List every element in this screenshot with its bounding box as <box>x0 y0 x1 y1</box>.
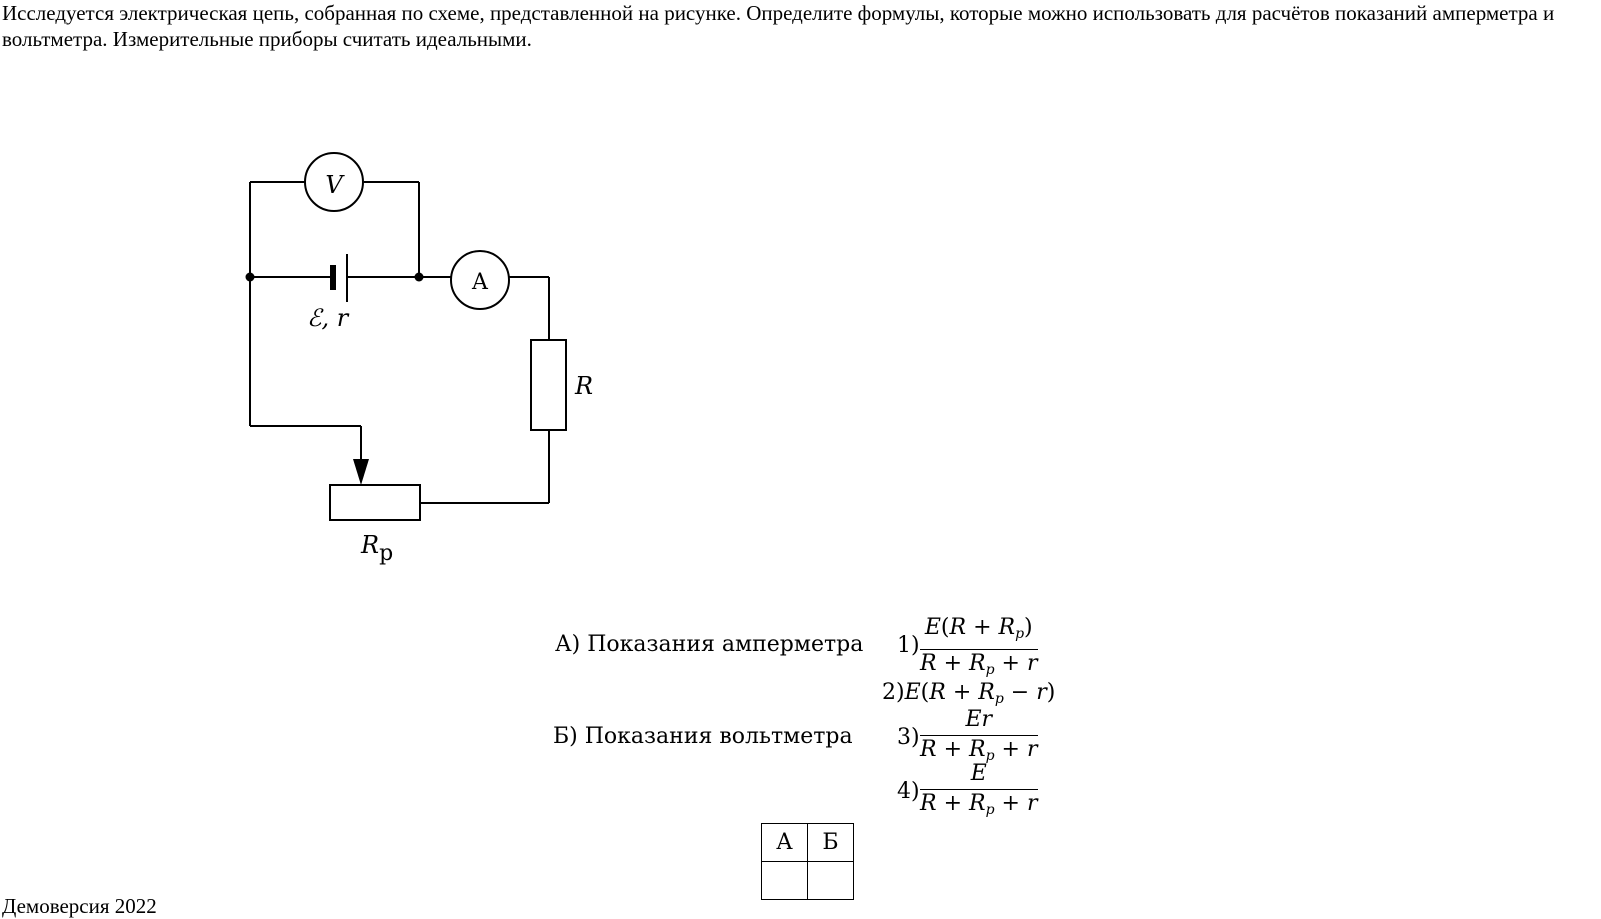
question-letter: А) <box>555 632 581 657</box>
option-3-denominator: R + Rp + r <box>920 737 1038 764</box>
footer-text: Демоверсия 2022 <box>2 894 157 918</box>
answer-table-input-row <box>761 861 854 900</box>
question-letter: Б) <box>553 724 578 749</box>
question-b: Б) Показания вольтметра <box>553 724 853 749</box>
slider-arrow-icon <box>353 459 369 485</box>
answer-cell-a[interactable] <box>761 861 808 900</box>
question-text: Показания амперметра <box>587 632 864 657</box>
option-3-numerator: Er <box>920 706 1038 736</box>
question-a: А) Показания амперметра <box>555 632 863 657</box>
option-2: 2)E(R + Rp − r) <box>882 680 1056 707</box>
option-4-numerator: E <box>920 760 1038 790</box>
answer-table-header-row: А Б <box>761 823 854 862</box>
option-1-formula: E(R + Rp) R + Rp + r <box>920 614 1038 684</box>
junction-dot <box>245 272 255 282</box>
option-1-numerator: E(R + Rp) <box>920 614 1038 650</box>
option-2-number: 2) <box>882 680 905 705</box>
answer-cell-b[interactable] <box>807 861 854 900</box>
rheostat-label: Rр <box>360 531 393 566</box>
source-label: ℰ, r <box>307 304 350 332</box>
rheostat-symbol <box>329 484 421 521</box>
junction-dot <box>414 272 424 282</box>
task-text: Исследуется электрическая цепь, собранна… <box>2 1 1555 51</box>
answer-header-b: Б <box>807 823 854 862</box>
ammeter-label: A <box>471 270 489 295</box>
option-3-formula: Er R + Rp + r <box>920 706 1038 770</box>
answer-table: А Б <box>761 823 854 900</box>
option-1-number: 1) <box>897 633 920 658</box>
ammeter-symbol <box>450 250 510 310</box>
voltmeter-label: V <box>325 171 345 199</box>
option-3-number: 3) <box>897 725 920 750</box>
question-text: Показания вольтметра <box>584 724 853 749</box>
option-4-denominator: R + Rp + r <box>920 791 1038 818</box>
voltmeter-symbol <box>304 152 364 212</box>
option-4-formula: E R + Rp + r <box>920 760 1038 824</box>
answer-header-a: А <box>761 823 808 862</box>
option-1-denominator: R + Rp + r <box>920 651 1038 678</box>
resistor-symbol <box>530 339 567 431</box>
resistor-label: R <box>574 372 593 400</box>
option-4-number: 4) <box>897 779 920 804</box>
